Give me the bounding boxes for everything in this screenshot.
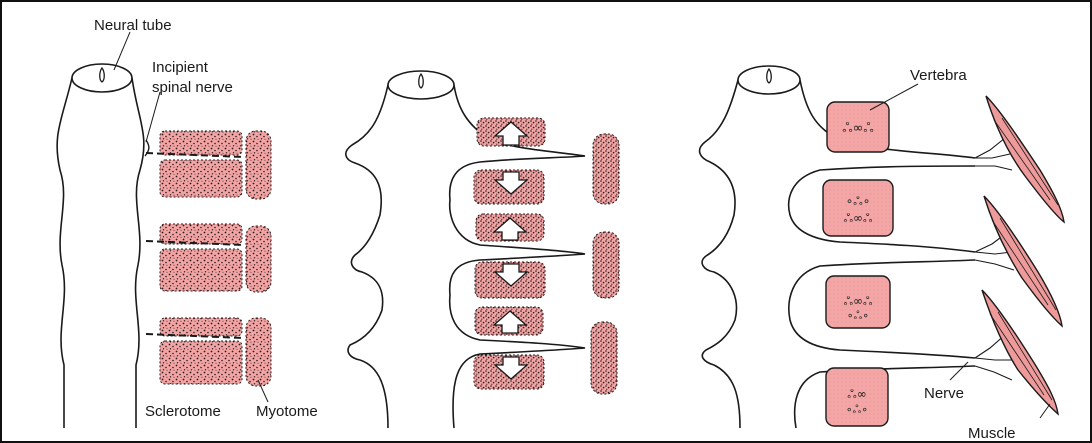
myotome-block (591, 322, 617, 394)
sclerotome-block (160, 160, 242, 197)
vertebra-body: ஃ∞ஃ ∘ஃ∘ (826, 276, 890, 328)
myotome-block (246, 226, 271, 292)
label-myotome: Myotome (256, 403, 318, 420)
svg-text:ஃ∞: ஃ∞ (847, 387, 866, 401)
label-muscle: Muscle (968, 425, 1016, 442)
neural-canal (767, 69, 772, 83)
svg-text:ஃ∞ஃ: ஃ∞ஃ (844, 294, 873, 308)
myotome-block (246, 131, 271, 199)
svg-text:∘ஃ∘: ∘ஃ∘ (847, 309, 869, 322)
label-incipient-nerve-2: spinal nerve (152, 79, 233, 96)
label-vertebra: Vertebra (910, 67, 967, 84)
vertebra-body: ஃ∞ஃ (827, 102, 889, 152)
sclerotome-block (160, 224, 242, 244)
myotome-block (593, 232, 619, 298)
sclerotome-block (160, 341, 242, 384)
sclerotome-block (160, 318, 242, 336)
svg-text:∘ஃ∘: ∘ஃ∘ (846, 194, 870, 208)
vertebra-body: ∘ஃ∘ ஃ∞ஃ (823, 180, 893, 236)
sclerotome-block (160, 131, 242, 155)
neural-canal (419, 74, 424, 88)
svg-text:∘ஃ∘: ∘ஃ∘ (846, 403, 868, 416)
sclerotome-block (160, 249, 242, 291)
myotome-block (246, 318, 271, 386)
myotome-block (593, 134, 619, 204)
label-sclerotome: Sclerotome (145, 403, 221, 420)
svg-text:ஃ∞ஃ: ஃ∞ஃ (844, 211, 873, 225)
vertebra-body: ஃ∞ ∘ஃ∘ (826, 368, 888, 426)
svg-text:ஃ∞ஃ: ஃ∞ஃ (842, 121, 873, 136)
label-neural-tube: Neural tube (94, 17, 172, 34)
label-incipient-nerve-1: Incipient (152, 59, 209, 76)
label-nerve: Nerve (924, 385, 964, 402)
neural-canal (100, 68, 105, 82)
